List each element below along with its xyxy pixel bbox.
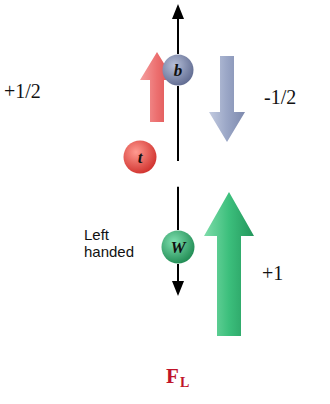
fraction-subscript: L	[180, 375, 189, 391]
spin-value: +1	[262, 262, 283, 285]
ball-circle	[124, 141, 157, 174]
axis-line	[177, 16, 179, 54]
spin-value: +1/2	[4, 80, 41, 103]
spin-value: -1/2	[264, 86, 296, 109]
fraction-symbol: F	[166, 364, 179, 388]
particle-symbol: W	[170, 239, 185, 256]
axis-line	[177, 86, 179, 230]
ball-circle	[162, 231, 195, 264]
spin-arrow	[204, 192, 254, 336]
particle-ball: t	[123, 140, 157, 174]
axis-arrowhead	[172, 4, 184, 19]
helicity-label: Left handed	[84, 226, 146, 261]
particle-symbol: t	[138, 149, 143, 166]
ball-circle	[163, 55, 194, 86]
particle-symbol: b	[174, 62, 183, 79]
spin-arrow	[209, 56, 245, 142]
particle-ball: W	[161, 230, 195, 264]
particle-ball: b	[162, 54, 194, 86]
axis-arrowhead	[172, 281, 184, 296]
